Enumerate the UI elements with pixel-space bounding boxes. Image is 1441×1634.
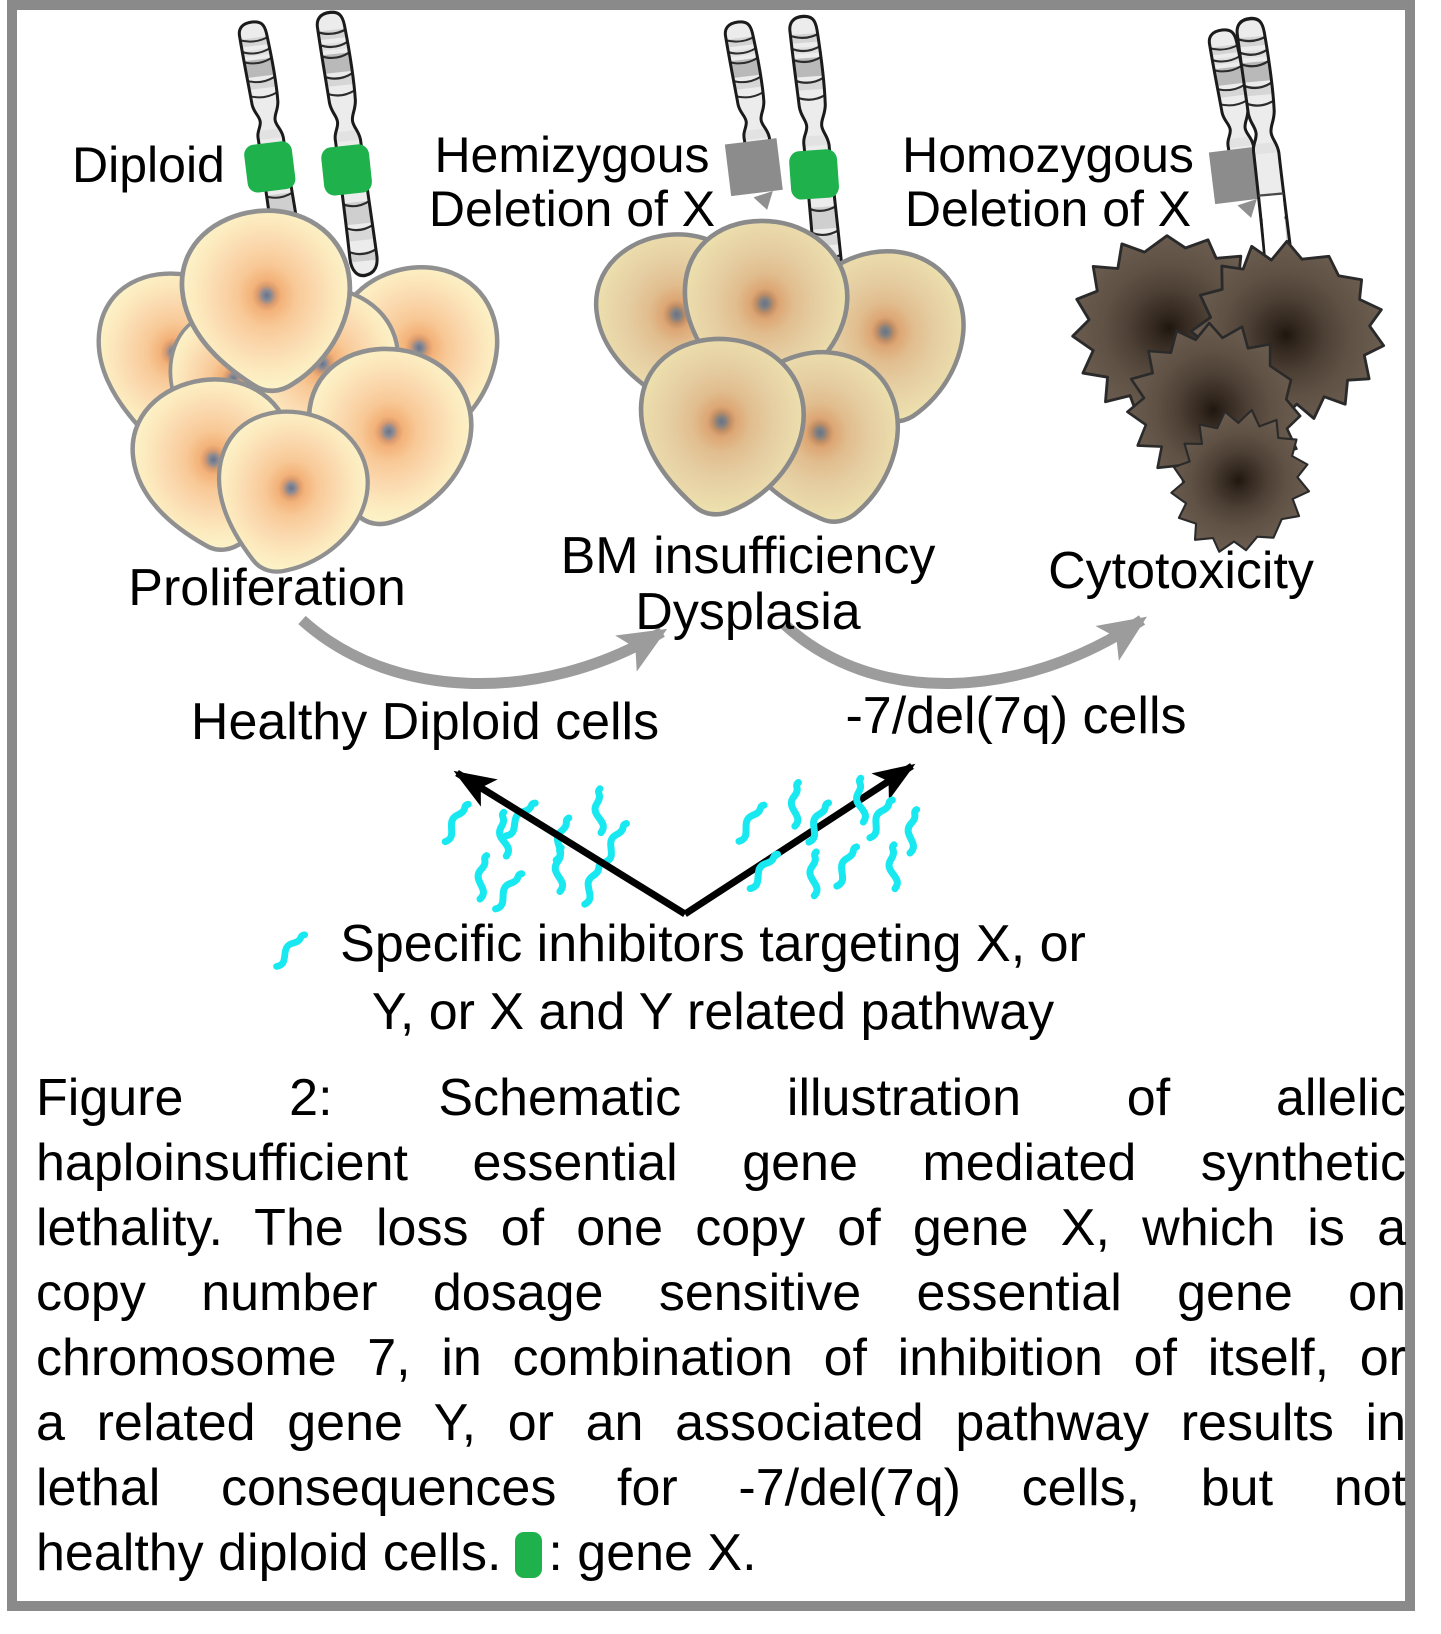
caption-line: a related gene Y, or an associated pathw…: [36, 1394, 1406, 1452]
caption-line: chromosome 7, in combination of inhibiti…: [36, 1329, 1406, 1387]
caption-last-line-suffix: : gene X.: [548, 1524, 757, 1582]
bm-label-line1: BM insufficiency: [560, 527, 936, 585]
del7q-cells-label: -7/del(7q) cells: [845, 687, 1187, 745]
caption-line: lethality. The loss of one copy of gene …: [36, 1199, 1406, 1257]
cytotoxicity-label: Cytotoxicity: [1048, 542, 1314, 600]
hemizygous-label: Hemizygous Deletion of X: [429, 128, 715, 236]
caption-line: copy number dosage sensitive essential g…: [36, 1264, 1406, 1322]
homozygous-label: Homozygous Deletion of X: [902, 128, 1194, 236]
inhibitor-text-line1: Specific inhibitors targeting X, or: [340, 915, 1086, 973]
caption-last-line: healthy diploid cells. : gene X.: [36, 1521, 1406, 1586]
bm-insufficiency-label: BM insufficiency Dysplasia: [561, 528, 936, 640]
caption-line: Figure 2: Schematic illustration of alle…: [36, 1069, 1406, 1127]
caption-last-line-prefix: healthy diploid cells.: [36, 1524, 502, 1582]
caption-line: lethal consequences for -7/del(7q) cells…: [36, 1459, 1406, 1517]
hemizygous-label-line2: Deletion of X: [428, 181, 716, 237]
figure-caption: Figure 2: Schematic illustration of alle…: [36, 1066, 1406, 1586]
inhibitor-text: Specific inhibitors targeting X, or Y, o…: [340, 910, 1086, 1046]
proliferation-label: Proliferation: [128, 559, 406, 617]
diploid-label: Diploid: [72, 137, 225, 193]
inhibitor-text-line2: Y, or X and Y related pathway: [371, 983, 1055, 1041]
hemizygous-label-line1: Hemizygous: [434, 127, 710, 183]
caption-line: haploinsufficient essential gene mediate…: [36, 1134, 1406, 1192]
healthy-diploid-cells-label: Healthy Diploid cells: [190, 693, 660, 751]
homozygous-label-line2: Deletion of X: [904, 181, 1192, 237]
bm-label-line2: Dysplasia: [635, 583, 861, 642]
homozygous-label-line1: Homozygous: [902, 127, 1194, 183]
gene-x-legend-swatch: [515, 1532, 543, 1578]
